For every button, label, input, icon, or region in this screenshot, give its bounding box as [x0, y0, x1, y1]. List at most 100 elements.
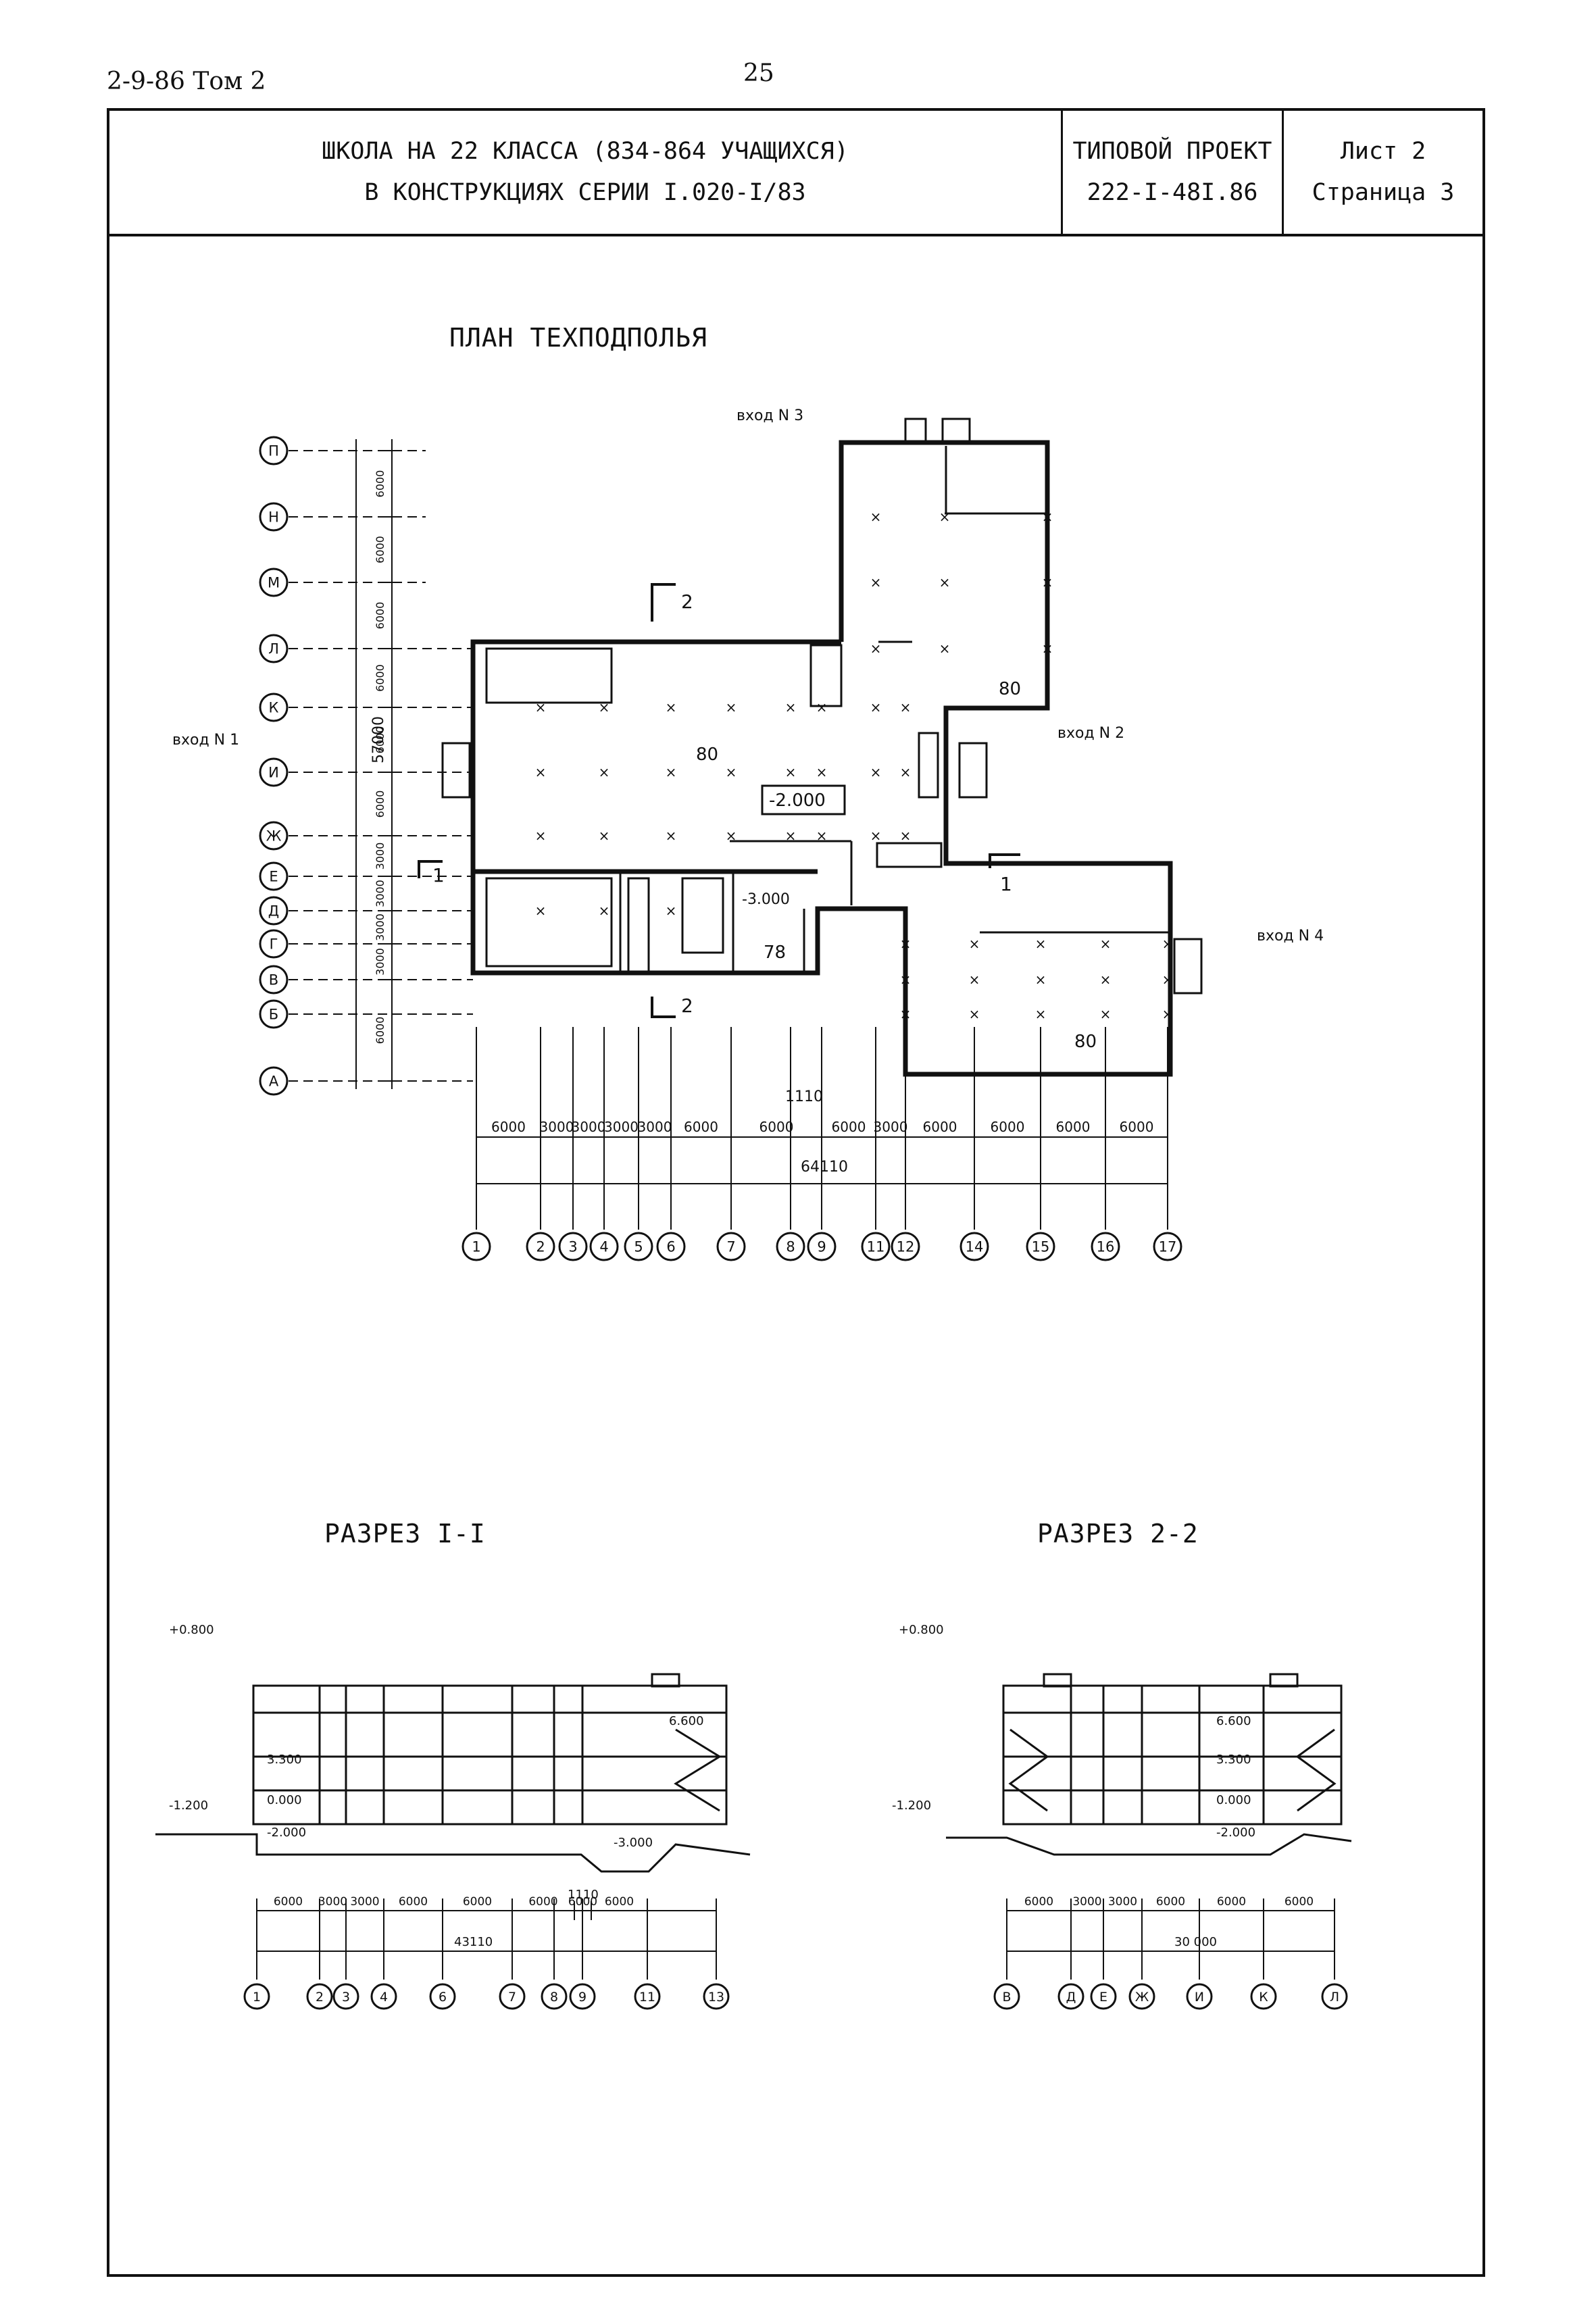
- col-axis-3-circle: [589, 1232, 619, 1261]
- s1-axis-6-label: 8: [550, 1990, 558, 2005]
- stair-box: [809, 644, 843, 707]
- s2-axis-3-label: Ж: [1135, 1990, 1149, 2005]
- s1-axis-6-circle: [541, 1983, 568, 2010]
- col-axis-13-label: 16: [1097, 1239, 1115, 1255]
- s1-level: -3.000: [614, 1836, 653, 1850]
- row-axis-9-circle: [259, 929, 289, 959]
- col-axis-0-label: 1: [472, 1239, 480, 1255]
- stair-box: [485, 877, 613, 967]
- column-mark: ×: [726, 828, 737, 844]
- column-mark: ×: [969, 1006, 980, 1022]
- column-mark: ×: [816, 828, 828, 844]
- row-axis-10-circle: [259, 965, 289, 995]
- row-axis-6-circle: [259, 821, 289, 851]
- stair-box: [918, 732, 939, 799]
- column-mark: ×: [900, 828, 912, 844]
- row-axis-0-label: П: [268, 443, 279, 459]
- row-axis-8-label: Д: [268, 903, 279, 920]
- s1-axis-7-circle: [569, 1983, 596, 2010]
- plan-columns: ××××××××××××××××××××××××××××××××××××××××…: [535, 509, 1174, 1022]
- column-mark: ×: [870, 764, 882, 780]
- s2-axis-1-label: Д: [1066, 1990, 1076, 2005]
- stamp-page-number: Страница 3: [1312, 179, 1455, 206]
- row-axis-0-circle: [259, 436, 289, 466]
- s1-axis-4-circle: [429, 1983, 456, 2010]
- col-dim-label: 6000: [759, 1119, 794, 1135]
- s1-dim-label: 6000: [274, 1895, 303, 1909]
- column-mark: ×: [1100, 1006, 1112, 1022]
- col-axis-9-label: 11: [867, 1239, 885, 1255]
- section-mark: 2: [681, 995, 693, 1017]
- s1-special: 1110: [568, 1888, 599, 1902]
- col-dim-label: 3000: [604, 1119, 639, 1135]
- section-mark: 2: [681, 590, 693, 613]
- col-axis-1-label: 2: [536, 1239, 545, 1255]
- s2-level: -2.000: [1216, 1826, 1255, 1840]
- col-dim-label: 6000: [1056, 1119, 1091, 1135]
- s2-dim-label: 6000: [1156, 1895, 1185, 1909]
- s1-axis-5-circle: [499, 1983, 526, 2010]
- s1-axis-1-label: 2: [316, 1990, 324, 2005]
- row-axis-8-circle: [259, 896, 289, 926]
- col-dim-label: 3000: [572, 1119, 606, 1135]
- column-mark: ×: [1042, 574, 1053, 590]
- row-axis-4-circle: [259, 693, 289, 722]
- s1-level: -1.200: [169, 1799, 208, 1813]
- stair-box: [941, 418, 971, 444]
- column-mark: ×: [666, 903, 677, 919]
- s1-axis-9-circle: [703, 1983, 730, 2010]
- column-mark: ×: [1035, 936, 1047, 952]
- row-dim-label: 6000: [374, 790, 386, 818]
- row-axis-7-circle: [259, 861, 289, 891]
- column-mark: ×: [900, 699, 912, 715]
- row-dim-label: 6000: [374, 1017, 386, 1045]
- entrance-1-label: вход N 1: [172, 732, 239, 749]
- wall-north-wing: [470, 440, 1173, 1077]
- stair-box: [485, 647, 613, 704]
- s1-level: 6.600: [669, 1714, 704, 1728]
- plan-title: ПЛАН ТЕХПОДПОЛЬЯ: [449, 323, 708, 353]
- row-dim-label: 3000: [374, 880, 386, 907]
- s1-axis-3-label: 4: [380, 1990, 388, 2005]
- col-axis-6-label: 7: [726, 1239, 735, 1255]
- stair-box: [958, 742, 988, 799]
- s1-axis-2-circle: [332, 1983, 359, 2010]
- col-axis-5-label: 6: [666, 1239, 675, 1255]
- room-label: 78: [764, 942, 786, 963]
- column-mark: ×: [599, 903, 610, 919]
- stair-box: [627, 877, 650, 974]
- room-label: 80: [1074, 1032, 1097, 1052]
- row-axis-3-label: Л: [268, 641, 279, 657]
- section-mark: 1: [1000, 873, 1012, 895]
- drawing-frame: [107, 234, 1485, 2277]
- column-mark: ×: [900, 764, 912, 780]
- column-mark: ×: [816, 764, 828, 780]
- row-axis-1-label: Н: [268, 509, 279, 526]
- s1-axis-4-label: 6: [439, 1990, 447, 2005]
- row-dim-label: 3000: [374, 913, 386, 941]
- s2-ground: [946, 1833, 1352, 1856]
- col-axis-2-label: 3: [568, 1239, 577, 1255]
- column-mark: ×: [900, 936, 912, 952]
- column-mark: ×: [785, 764, 797, 780]
- column-mark: ×: [969, 936, 980, 952]
- s2-axis-0-label: В: [1003, 1990, 1012, 2005]
- s1-dim-label: 3000: [350, 1895, 379, 1909]
- column-mark: ×: [666, 828, 677, 844]
- row-dim-label: 6000: [374, 470, 386, 498]
- col-axis-14-circle: [1153, 1232, 1182, 1261]
- col-axis-10-circle: [891, 1232, 920, 1261]
- col-special-dim: 1110: [785, 1088, 823, 1105]
- column-mark: ×: [785, 828, 797, 844]
- col-axis-14-label: 17: [1159, 1239, 1177, 1255]
- row-dim-label: 6000: [374, 602, 386, 630]
- s2-stair-left: [1008, 1728, 1049, 1812]
- row-axis-5-circle: [259, 757, 289, 787]
- column-mark: ×: [1162, 936, 1174, 952]
- s1-axis-1-circle: [306, 1983, 333, 2010]
- column-mark: ×: [666, 699, 677, 715]
- s2-axis-2-circle: [1090, 1983, 1117, 2010]
- s1-parapet: [651, 1673, 680, 1688]
- row-dim-label: 6000: [374, 664, 386, 692]
- col-dim-label: 6000: [832, 1119, 866, 1135]
